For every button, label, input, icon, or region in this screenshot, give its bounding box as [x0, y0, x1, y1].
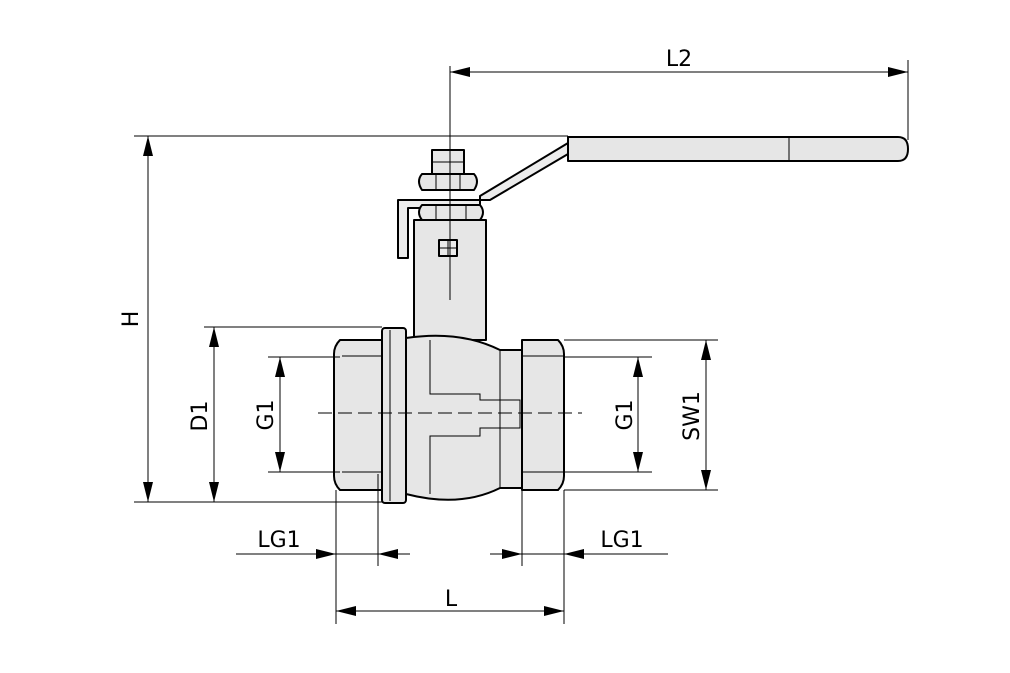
right-hex-end — [521, 339, 565, 491]
lever-arm — [397, 142, 569, 259]
dim-label-h: H — [119, 311, 144, 328]
dim-label-g1-right: G1 — [613, 399, 638, 430]
valve-body — [405, 334, 523, 501]
ball-valve-part — [318, 66, 909, 504]
dim-label-g1-left: G1 — [254, 399, 279, 430]
dim-label-d1: D1 — [188, 401, 213, 432]
left-flange-ring — [381, 327, 407, 504]
dimension-lines: L2 H D1 G1 G1 SW1 — [119, 47, 909, 624]
dim-label-lg1-right: LG1 — [600, 528, 643, 553]
dim-label-sw1: SW1 — [680, 391, 705, 441]
lever-handle — [567, 136, 909, 162]
left-hex-end — [333, 339, 383, 491]
dim-label-lg1-left: LG1 — [257, 528, 300, 553]
dim-label-l: L — [445, 587, 458, 612]
hex-nut — [418, 173, 478, 191]
dim-label-l2: L2 — [666, 47, 692, 72]
gland-nut — [418, 204, 484, 221]
